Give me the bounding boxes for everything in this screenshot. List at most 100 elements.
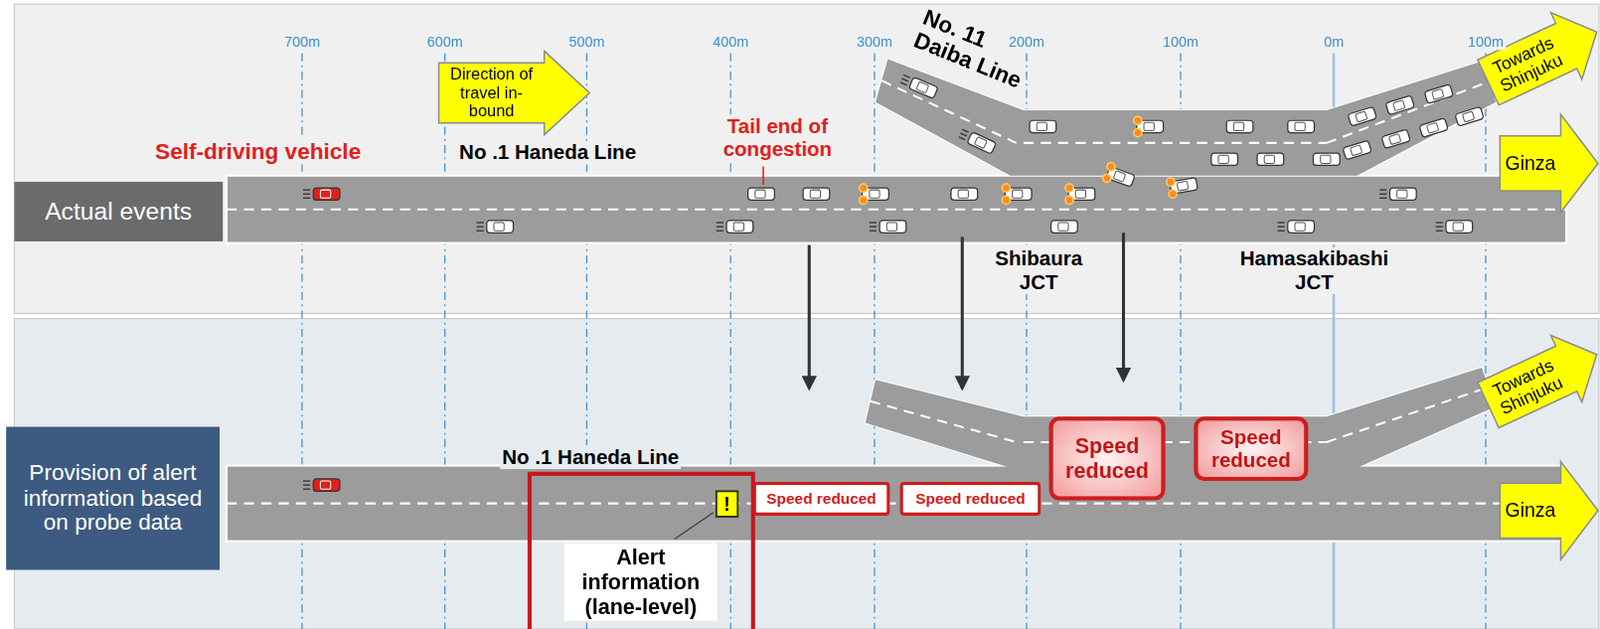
vehicle-window (755, 189, 766, 198)
lane-divider (1326, 386, 1489, 442)
motion-lines (1278, 221, 1285, 223)
vehicle-window (320, 480, 330, 489)
vehicle-window (320, 189, 330, 198)
vehicle-body (313, 187, 340, 200)
vehicle (899, 72, 939, 99)
vehicle-body (1342, 140, 1372, 160)
motion-lines (303, 197, 311, 199)
vehicle-body (1454, 106, 1484, 127)
vehicle (869, 220, 907, 233)
vehicle-body (1287, 220, 1315, 233)
vehicle-window (916, 81, 930, 94)
vehicle-body (1257, 153, 1284, 165)
vehicle-window (886, 222, 897, 231)
vehicle-window (1218, 155, 1229, 163)
vehicle-body (1051, 220, 1079, 233)
motion-lines (477, 225, 484, 227)
box-text: Speed reduced (915, 489, 1025, 507)
speed-warning: Speed reduced (753, 481, 891, 516)
motion-lines (477, 230, 484, 232)
distance-gridline (444, 52, 446, 629)
self-driving-vehicle (303, 479, 340, 491)
vehicle (477, 220, 514, 233)
vehicle-window (1233, 122, 1244, 131)
vehicle (1419, 118, 1448, 139)
brake-light (859, 195, 868, 204)
distance-gridline (873, 52, 875, 629)
vehicle (1211, 153, 1239, 165)
motion-lines (716, 225, 724, 227)
vehicle (1347, 106, 1377, 127)
motion-lines (303, 480, 311, 481)
road-fill (875, 59, 1496, 176)
road (226, 466, 1567, 542)
vehicle (1165, 173, 1199, 199)
motion-lines (959, 137, 966, 141)
vehicle (1101, 160, 1136, 191)
congestion-label: Tail end of congestion (700, 114, 854, 161)
vehicle-body (966, 132, 996, 155)
vehicle-body (1287, 120, 1315, 133)
motion-lines (1278, 230, 1285, 232)
leader-line (674, 512, 714, 540)
alert-text: Alert information (lane-level) (564, 543, 718, 623)
vehicle (1342, 140, 1372, 160)
arrow-text: Ginza (1501, 499, 1559, 522)
motion-lines (869, 221, 877, 223)
brake-light (1001, 183, 1010, 192)
vehicle (1287, 120, 1315, 133)
vehicle-body (1389, 187, 1417, 200)
vehicle-body (1211, 153, 1239, 165)
destination-arrow: Ginza (1499, 461, 1599, 560)
vehicle-body (748, 187, 776, 200)
vehicle-window (1036, 122, 1047, 131)
leader-line (762, 165, 765, 184)
panel-background (13, 3, 1600, 314)
arrow-outline (439, 50, 591, 135)
vehicle-window (493, 222, 504, 231)
vehicle (1436, 220, 1473, 233)
arrow-outline (1471, 0, 1600, 117)
speed-warning: Speed reduced (1193, 416, 1308, 481)
distance-label: 700m (282, 33, 322, 51)
motion-lines (303, 483, 311, 485)
vehicle-window (1461, 111, 1474, 123)
vehicle-body (486, 220, 514, 233)
motion-lines (303, 188, 311, 190)
motion-lines (1379, 193, 1387, 195)
road-name: No .1 Haneda Line (499, 445, 681, 470)
motion-lines (900, 82, 908, 86)
distance-label: 400m (710, 33, 751, 51)
vehicle (1001, 183, 1032, 205)
motion-lines (1379, 188, 1387, 190)
arrow-outline (1499, 114, 1599, 213)
mapping-arrow (960, 236, 964, 388)
panel-label: Actual events (13, 181, 222, 242)
vehicle (1051, 220, 1079, 233)
vehicle-window (1355, 111, 1368, 123)
vehicle-window (809, 189, 820, 198)
vehicle-window (1427, 122, 1440, 134)
junction-label: Hamasakibashi JCT (1232, 247, 1396, 295)
mapping-arrow (807, 245, 811, 389)
motion-lines (716, 221, 724, 223)
vehicle-window (1397, 189, 1408, 198)
distance-label: 500m (566, 33, 607, 51)
vehicle-body (313, 479, 340, 491)
panel-background (13, 319, 1600, 629)
box-text: ! (723, 492, 730, 515)
brake-light (1065, 195, 1074, 204)
vehicle (1379, 187, 1417, 200)
vehicle-body (802, 187, 830, 200)
vehicle-window (1294, 122, 1305, 131)
lane-divider (226, 208, 1567, 211)
vehicle (1226, 120, 1254, 133)
brake-light (1167, 188, 1178, 199)
arrow-text: Ginza (1501, 152, 1559, 174)
vehicle-window (1012, 189, 1023, 198)
arrow-outline (1471, 320, 1600, 439)
vehicle (1385, 95, 1415, 116)
vehicle-body (1445, 220, 1473, 233)
motion-lines (869, 225, 877, 227)
vehicle-body (1424, 84, 1453, 105)
